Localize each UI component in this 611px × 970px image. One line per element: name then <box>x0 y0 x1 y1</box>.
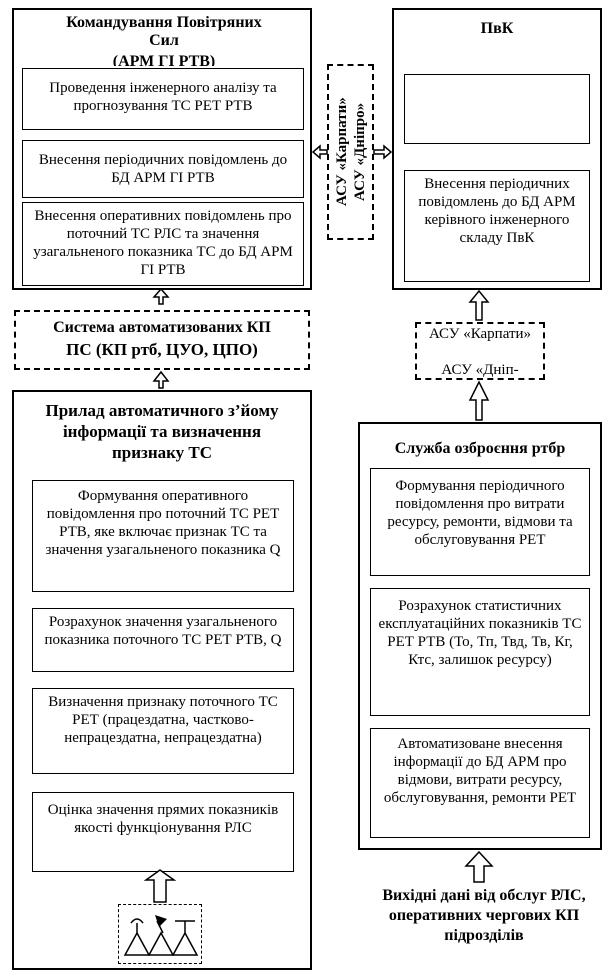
auto-capture-device-title: Прилад автоматичного з’йому інформації т… <box>45 401 279 462</box>
air-force-command-title: Командування Повітряних Сил <box>66 14 262 49</box>
periodic-report-forming-item: Формування періодичного повідомлення про… <box>370 468 590 576</box>
pvk-title: ПвК <box>480 20 514 37</box>
pvk-box: ПвК Внесення періодичних повідомлень до … <box>392 8 602 290</box>
pvk-periodic-messages-item: Внесення періодичних повідомлень до БД А… <box>404 170 590 282</box>
operational-messages-item: Внесення оперативних повідомлень про пот… <box>22 202 304 286</box>
automated-db-entry-item: Автоматизоване внесення інформації до БД… <box>370 728 590 838</box>
pvk-empty-box <box>404 74 590 144</box>
asu-right-line1: АСУ «Карпати» <box>428 326 532 342</box>
q-calculation-item: Розрахунок значення узагальненого показн… <box>32 608 294 672</box>
statistics-calculation-item: Розрахунок статистичних експлуатаційних … <box>370 588 590 716</box>
engineering-analysis-item: Проведення інженерного аналізу та прогно… <box>22 68 304 130</box>
automated-kp-system-line1: Система автоматизованих КП <box>53 319 271 336</box>
arrow-left-icon <box>311 144 328 160</box>
arrow-up-icon <box>152 370 170 389</box>
arrow-up-icon <box>464 850 494 883</box>
armament-service-title: Служба озброєння ртбр <box>394 440 566 457</box>
auto-capture-device-box: Прилад автоматичного з’йому інформації т… <box>12 390 312 970</box>
asu-right-line2: АСУ «Дніп- <box>441 362 519 378</box>
automated-kp-system-line2: ПС (КП ртб, ЦУО, ЦПО) <box>66 340 258 359</box>
ts-sign-determination-item: Визначення признаку поточного ТС РЕТ (пр… <box>32 688 294 774</box>
automated-kp-system-box: Система автоматизованих КП ПС (КП ртб, Ц… <box>14 310 310 370</box>
air-force-command-subtitle: (АРМ ГІ РТВ) <box>112 54 216 66</box>
periodic-messages-item: Внесення періодичних повідомлень до БД А… <box>22 140 304 198</box>
arrow-up-icon <box>468 289 490 321</box>
arrow-up-icon <box>468 380 490 421</box>
radar-icon <box>118 904 202 964</box>
arrow-right-icon <box>373 144 393 160</box>
direct-indicators-assessment-item: Оцінка значення прямих показників якості… <box>32 792 294 872</box>
arrow-up-icon <box>152 287 170 305</box>
asu-karpaty-dnipro-right-box: АСУ «Карпати» АСУ «Дніп- <box>415 322 545 380</box>
arrow-up-icon <box>143 869 177 903</box>
operational-message-forming-item: Формування оперативного повідомлення про… <box>32 480 294 592</box>
asu-karpaty-dnipro-box: АСУ «Карпати» АСУ «Дніпро» <box>327 64 374 240</box>
air-force-command-box: Командування Повітряних Сил (АРМ ГІ РТВ)… <box>12 8 312 290</box>
source-data-label: Вихідні дані від обслуг РЛС, оперативних… <box>382 887 586 944</box>
armament-service-box: Служба озброєння ртбр Формування періоди… <box>358 422 602 850</box>
